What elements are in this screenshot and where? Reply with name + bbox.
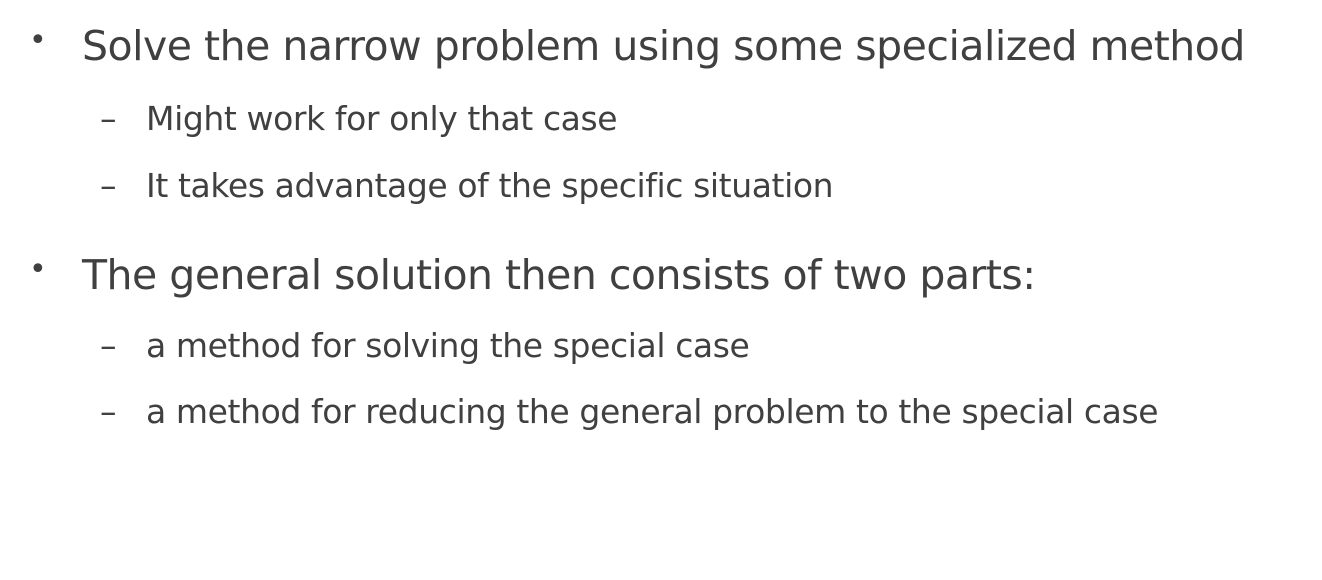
dash-marker: – — [100, 392, 117, 431]
sub-bullet-text: a method for reducing the general proble… — [146, 392, 1159, 431]
sub-bullet-text: a method for solving the special case — [146, 326, 750, 365]
dash-marker: – — [100, 99, 117, 138]
dash-marker: – — [100, 166, 117, 205]
bullet-text: Solve the narrow problem using some spec… — [82, 22, 1245, 70]
bullet-text: The general solution then consists of tw… — [82, 251, 1036, 299]
dash-marker: – — [100, 326, 117, 365]
bullet-marker: • — [29, 23, 47, 58]
sub-bullet-text: It takes advantage of the specific situa… — [146, 166, 834, 205]
bullet-marker: • — [29, 252, 47, 287]
sub-bullet-text: Might work for only that case — [146, 99, 618, 138]
